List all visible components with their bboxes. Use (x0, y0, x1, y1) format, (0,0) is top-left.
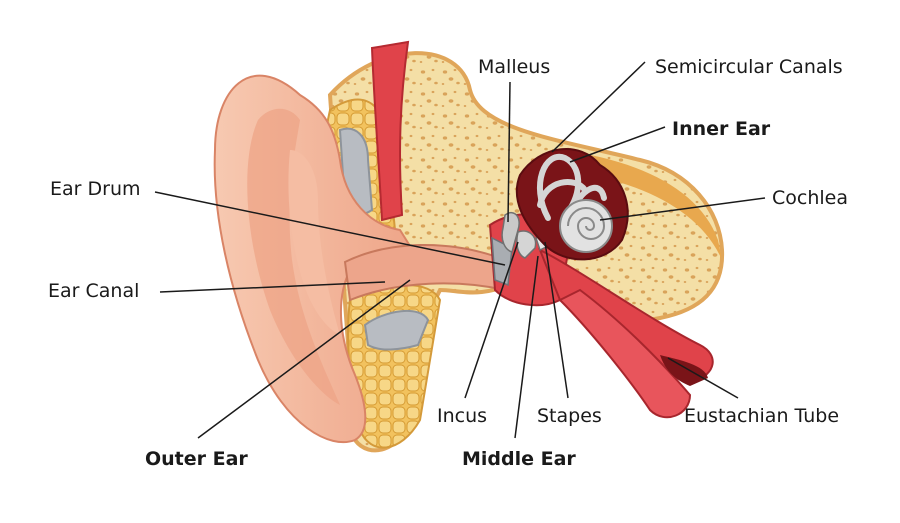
leader-lines (154, 61, 766, 439)
leader-ear-canal (159, 281, 386, 293)
leader-eustachian-tube (667, 357, 739, 399)
label-incus: Incus (437, 405, 488, 427)
label-outer-ear: Outer Ear (145, 448, 248, 470)
label-stapes: Stapes (537, 405, 602, 427)
leader-incus (464, 241, 519, 399)
leader-malleus (507, 81, 511, 223)
leader-stapes (544, 241, 569, 399)
leader-ear-drum (154, 191, 506, 266)
leader-cochlea (599, 197, 766, 221)
pinna (213, 74, 421, 444)
label-semicircular-canals: Semicircular Canals (655, 56, 843, 78)
label-inner-ear: Inner Ear (672, 118, 771, 140)
label-cochlea: Cochlea (772, 187, 848, 209)
label-malleus: Malleus (478, 56, 551, 78)
leader-middle-ear (514, 255, 539, 439)
leader-outer-ear (197, 279, 411, 439)
middle-ear-region (488, 213, 714, 419)
label-middle-ear: Middle Ear (462, 448, 576, 470)
cochlea-shape (559, 199, 613, 253)
leader-inner-ear (569, 126, 666, 163)
temporal-muscle (370, 40, 410, 222)
label-ear-canal: Ear Canal (48, 280, 140, 302)
label-ear-drum: Ear Drum (50, 178, 141, 200)
label-eustachian-tube: Eustachian Tube (684, 405, 840, 427)
leader-semicircular-canals (551, 61, 646, 153)
